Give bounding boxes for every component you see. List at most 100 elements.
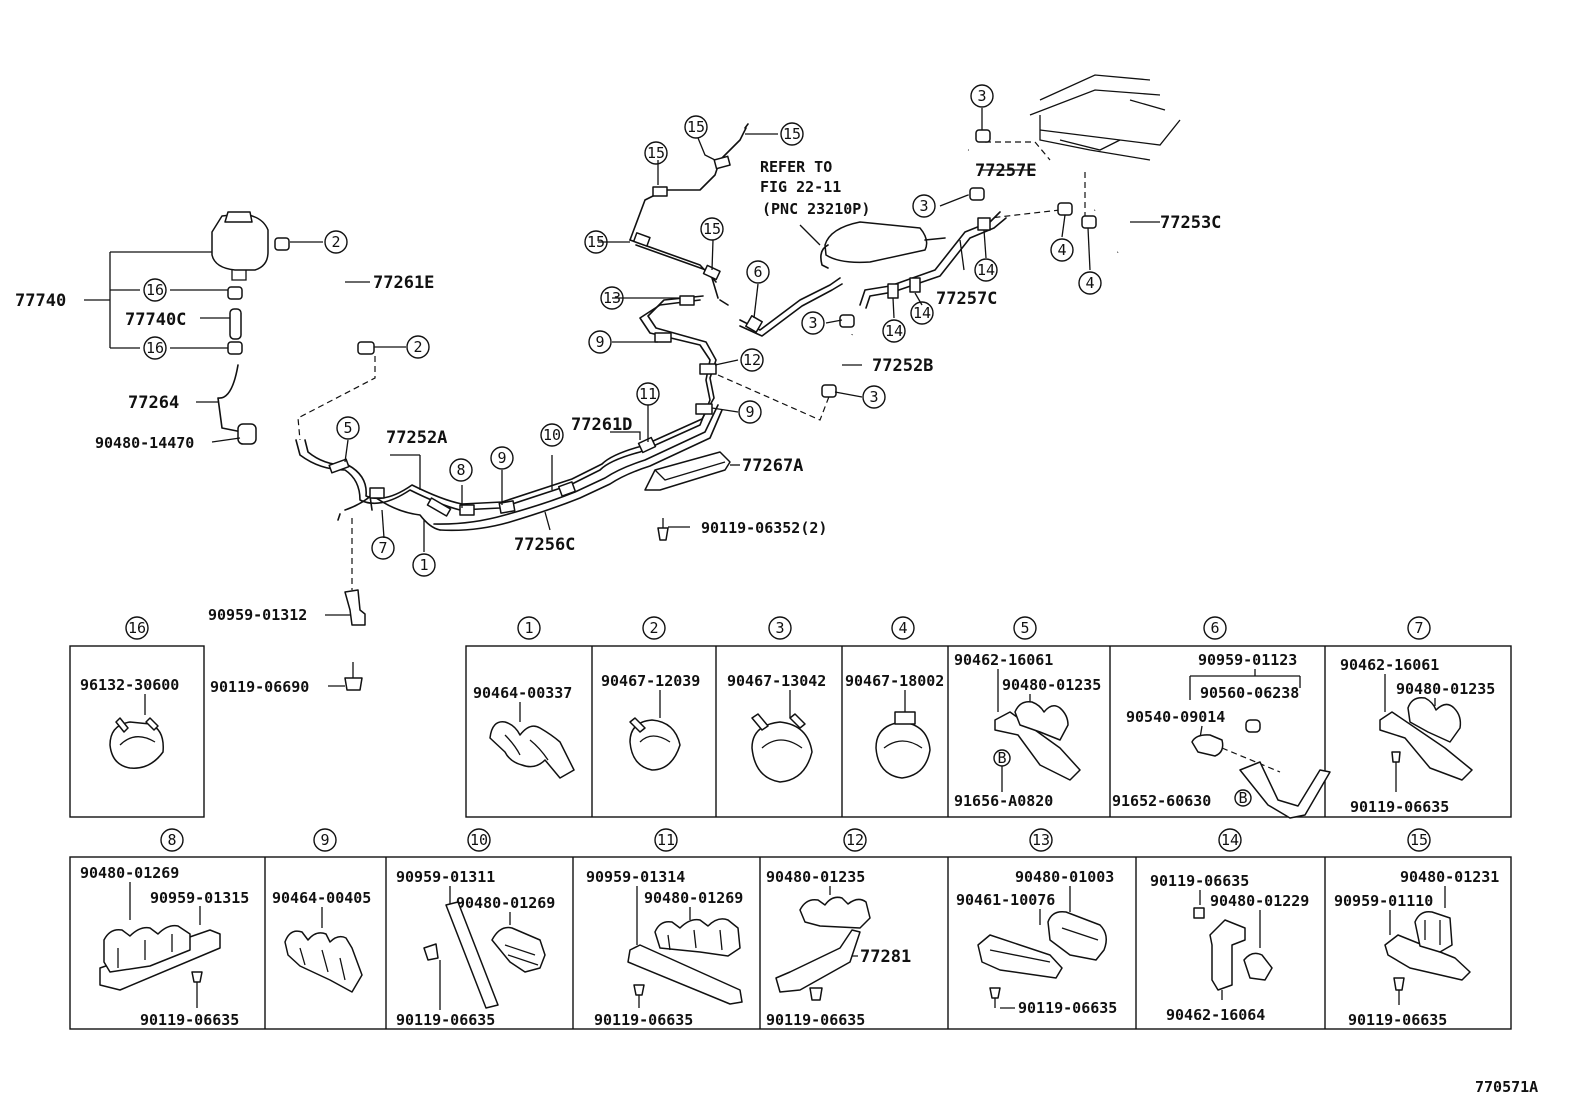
- svg-text:B: B: [1238, 789, 1247, 807]
- svg-text:90540-09014: 90540-09014: [1126, 708, 1225, 726]
- refer-line-1: REFER TO: [760, 158, 832, 176]
- svg-text:10: 10: [470, 831, 488, 849]
- hose-77252b: [821, 314, 855, 398]
- callout-4a: 4: [1050, 238, 1074, 262]
- callout-15c: 15: [684, 115, 708, 139]
- svg-text:90959-01315: 90959-01315: [150, 889, 249, 907]
- svg-text:15: 15: [687, 118, 705, 136]
- svg-text:90480-01231: 90480-01231: [1400, 868, 1499, 886]
- svg-text:91652-60630: 91652-60630: [1112, 792, 1211, 810]
- svg-text:90119-06635: 90119-06635: [140, 1011, 239, 1029]
- callout-8: 8: [449, 458, 473, 482]
- svg-text:3: 3: [808, 314, 817, 332]
- label-77740: 77740: [15, 291, 66, 311]
- detail-panel-12: 12 90480-01235 77281 90119-06635: [766, 828, 911, 1029]
- svg-text:15: 15: [1410, 831, 1428, 849]
- svg-text:8: 8: [167, 831, 176, 849]
- callout-15b: 15: [644, 141, 668, 165]
- svg-text:6: 6: [753, 263, 762, 281]
- svg-text:7: 7: [1414, 619, 1423, 637]
- svg-text:14: 14: [977, 261, 995, 279]
- svg-text:90480-01269: 90480-01269: [644, 889, 743, 907]
- detail-panel-3: 3 90467-13042: [727, 616, 826, 783]
- callout-7: 7: [371, 536, 395, 560]
- svg-text:13: 13: [603, 289, 621, 307]
- svg-text:1: 1: [419, 556, 428, 574]
- svg-text:13: 13: [1032, 831, 1050, 849]
- svg-text:90119-06635: 90119-06635: [594, 1011, 693, 1029]
- callout-1: 1: [412, 553, 436, 577]
- label-90119-06352: 90119-06352(2): [701, 519, 827, 537]
- detail-panel-4: 4 90467-18002: [845, 616, 944, 779]
- callout-12: 12: [740, 348, 764, 372]
- detail-panel-5: 5 90462-16061 90480-01235 91656-A0820 B: [954, 616, 1101, 810]
- refer-line-3: (PNC 23210P): [762, 200, 870, 218]
- svg-text:90959-01314: 90959-01314: [586, 868, 685, 886]
- svg-text:90119-06635: 90119-06635: [396, 1011, 495, 1029]
- detail-panel-11: 11 90959-01314 90480-01269 90119-06635: [586, 828, 743, 1029]
- svg-text:90462-16061: 90462-16061: [1340, 656, 1439, 674]
- svg-text:3: 3: [919, 197, 928, 215]
- svg-text:15: 15: [587, 233, 605, 251]
- callout-9b: 9: [588, 330, 612, 354]
- detail-row-1: [465, 645, 1512, 818]
- svg-text:14: 14: [885, 322, 903, 340]
- label-77267a: 77267A: [742, 456, 803, 476]
- line-clamps: [328, 155, 731, 517]
- svg-text:91656-A0820: 91656-A0820: [954, 792, 1053, 810]
- callout-16a: 16: [143, 278, 167, 302]
- svg-text:9: 9: [595, 333, 604, 351]
- label-77740c: 77740C: [125, 310, 186, 330]
- label-77264: 77264: [128, 393, 179, 413]
- canister: [820, 221, 946, 269]
- callout-6: 6: [746, 260, 770, 284]
- svg-text:90480-01235: 90480-01235: [1002, 676, 1101, 694]
- svg-text:90560-06238: 90560-06238: [1200, 684, 1299, 702]
- svg-text:9: 9: [320, 831, 329, 849]
- callout-16b: 16: [143, 336, 167, 360]
- label-90119-06690: 90119-06690: [210, 678, 309, 696]
- svg-text:8: 8: [456, 461, 465, 479]
- svg-text:90480-01235: 90480-01235: [1396, 680, 1495, 698]
- tube-77257c: [859, 211, 1007, 309]
- svg-text:90480-01235: 90480-01235: [766, 868, 865, 886]
- bolt-90119-06352: [657, 518, 669, 541]
- detail-panel-2: 2 90467-12039: [601, 616, 700, 771]
- svg-text:90959-01123: 90959-01123: [1198, 651, 1297, 669]
- svg-text:90119-06635: 90119-06635: [766, 1011, 865, 1029]
- callout-9a: 9: [490, 446, 514, 470]
- label-77257e: 77257E: [975, 161, 1036, 181]
- callout-15d: 15: [780, 122, 804, 146]
- label-77261e: 77261E: [373, 273, 434, 293]
- svg-text:90462-16061: 90462-16061: [954, 651, 1053, 669]
- detail-panel-6: 6 90959-01123 90560-06238 90540-09014 91…: [1112, 616, 1331, 819]
- detail-panel-16: 16 96132-30600: [69, 616, 205, 818]
- label-77256c: 77256C: [514, 535, 575, 555]
- svg-text:90467-18002: 90467-18002: [845, 672, 944, 690]
- refer-line-2: FIG 22-11: [760, 178, 841, 196]
- svg-text:16: 16: [146, 339, 164, 357]
- svg-text:90461-10076: 90461-10076: [956, 891, 1055, 909]
- svg-text:9: 9: [745, 403, 754, 421]
- shield-77267a: [644, 451, 731, 491]
- main-tube-bundle: [295, 295, 723, 532]
- svg-text:90480-01269: 90480-01269: [456, 894, 555, 912]
- callout-9c: 9: [738, 400, 762, 424]
- svg-text:12: 12: [846, 831, 864, 849]
- svg-text:2: 2: [331, 233, 340, 251]
- label-77257c: 77257C: [936, 289, 997, 309]
- detail-panel-8: 8 90480-01269 90959-01315 90119-06635: [80, 828, 249, 1029]
- svg-text:9: 9: [497, 449, 506, 467]
- svg-text:3: 3: [869, 388, 878, 406]
- svg-text:96132-30600: 96132-30600: [80, 676, 179, 694]
- svg-text:90464-00405: 90464-00405: [272, 889, 371, 907]
- svg-text:11: 11: [657, 831, 675, 849]
- hose-6: [739, 277, 843, 337]
- callouts: 16 16 2 2 5 8 9 10 11 7 1 9 9 12 13 15 1…: [143, 84, 1102, 577]
- svg-text:90480-01003: 90480-01003: [1015, 868, 1114, 886]
- svg-text:4: 4: [1057, 241, 1066, 259]
- callout-15a: 15: [584, 230, 608, 254]
- svg-text:1: 1: [524, 619, 533, 637]
- svg-text:2: 2: [649, 619, 658, 637]
